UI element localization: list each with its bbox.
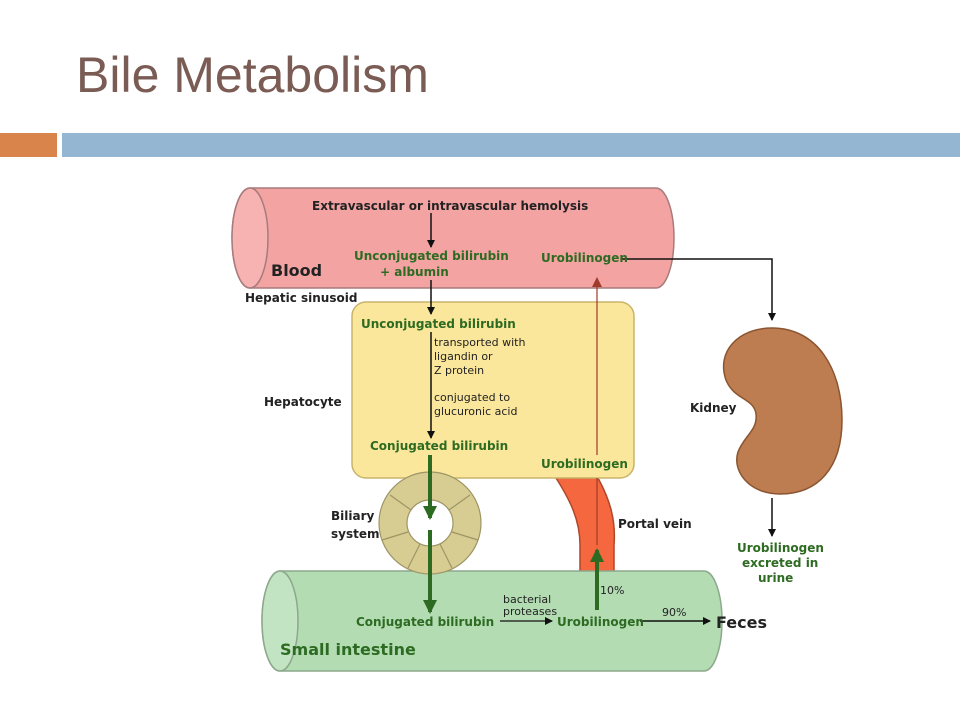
hemolysis-label: Extravascular or intravascular hemolysis [312, 199, 588, 213]
transported-label-2: ligandin or [434, 350, 493, 363]
urine-label-1: Urobilinogen [737, 541, 824, 555]
pct-10-label: 10% [600, 584, 624, 597]
hepatic-sinusoid-label: Hepatic sinusoid [245, 291, 357, 305]
conjugated-to-label-1: conjugated to [434, 391, 510, 404]
kidney-icon [722, 327, 843, 495]
urobilinogen-hepatocyte-label: Urobilinogen [541, 457, 628, 471]
pct-90-label: 90% [662, 606, 686, 619]
unconj-hepatocyte-label: Unconjugated bilirubin [361, 317, 516, 331]
conjugated-to-label-2: glucuronic acid [434, 405, 517, 418]
small-intestine-label: Small intestine [280, 640, 416, 659]
bacterial-label-1: bacterial [503, 593, 551, 606]
unconj-blood-label-2: + albumin [380, 265, 449, 279]
transported-label-1: transported with [434, 336, 525, 349]
urobilinogen-intestine-label: Urobilinogen [557, 615, 644, 629]
unconj-blood-label-1: Unconjugated bilirubin [354, 249, 509, 263]
blood-vessel [231, 187, 675, 289]
portal-vein [554, 477, 616, 574]
blood-label: Blood [271, 261, 322, 280]
hepatocyte-box [351, 301, 635, 479]
feces-label: Feces [716, 613, 767, 632]
urobilinogen-blood-label: Urobilinogen [541, 251, 628, 265]
accent-bar-blue [62, 133, 960, 157]
transported-label-3: Z protein [434, 364, 484, 377]
urine-label-3: urine [758, 571, 793, 585]
biliary-label-1: Biliary [331, 509, 375, 523]
bacterial-label-2: proteases [503, 605, 557, 618]
hepatocyte-label: Hepatocyte [264, 395, 342, 409]
slide-title: Bile Metabolism [76, 47, 429, 103]
kidney-label: Kidney [690, 401, 737, 415]
accent-bar-orange [0, 133, 57, 157]
arrow-urobilinogen-to-kidney [622, 258, 776, 321]
conj-intestine-label: Conjugated bilirubin [356, 615, 494, 629]
portal-vein-label: Portal vein [618, 517, 692, 531]
small-intestine [261, 570, 723, 672]
conj-hepatocyte-label: Conjugated bilirubin [370, 439, 508, 453]
urine-label-2: excreted in [742, 556, 818, 570]
biliary-label-2: system [331, 527, 380, 541]
